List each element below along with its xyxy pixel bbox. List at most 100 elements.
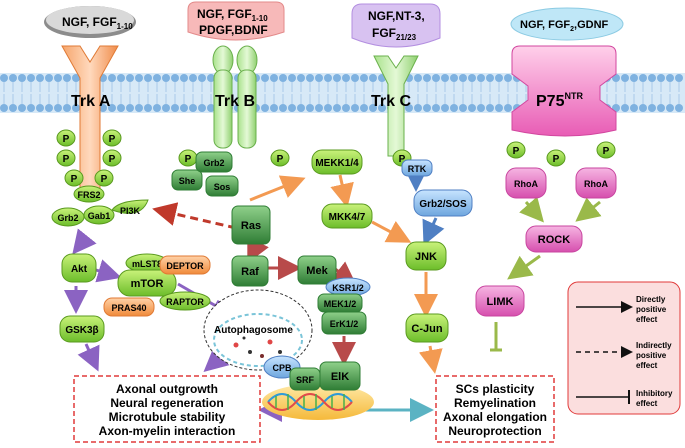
svg-text:Axon-myelin interaction: Axon-myelin interaction [99, 424, 236, 438]
svg-text:positive: positive [636, 351, 667, 360]
svg-text:effect: effect [636, 361, 658, 370]
phosphate-icon: P [596, 141, 616, 159]
ligand-trkc: NGF,NT-3, FGF21/23 [351, 3, 441, 48]
ligand-trka: NGF, FGF1-10 [44, 6, 136, 38]
svg-text:C-Jun: C-Jun [411, 323, 442, 335]
svg-text:Ras: Ras [241, 220, 261, 232]
mekk-node: MEKK1/4 [311, 149, 363, 175]
svg-text:ErK1/2: ErK1/2 [330, 319, 359, 329]
phosphate-icon: P [270, 149, 290, 167]
pras40-node: PRAS40 [103, 297, 155, 317]
srf-node: SRF [289, 367, 321, 391]
svg-text:Directly: Directly [636, 295, 666, 304]
outcome-box-right: SCs plasticity Remyelination Axonal elon… [435, 375, 555, 443]
phosphate-icon: P [102, 129, 122, 147]
ras-node: Ras [231, 205, 271, 245]
svg-text:Neural regeneration: Neural regeneration [110, 396, 223, 410]
elk-node: ElK [319, 361, 361, 391]
svg-text:Inhibitory: Inhibitory [636, 389, 673, 398]
svg-text:LIMK: LIMK [487, 296, 514, 308]
svg-text:mTOR: mTOR [131, 278, 164, 290]
svg-text:P: P [185, 154, 192, 165]
svg-text:ROCK: ROCK [538, 234, 570, 246]
outcome-box-left: Axonal outgrowth Neural regeneration Mic… [73, 375, 261, 443]
pi3k-to-akt-arrow [72, 228, 97, 255]
frs2-node: FRS2 [73, 185, 105, 203]
cjun-to-outcome-arrow [418, 345, 443, 374]
mtor-node: mTOR [117, 269, 177, 297]
svg-text:NGF,NT-3,: NGF,NT-3, [368, 9, 425, 23]
mek12-node: MEK1/2 [317, 293, 363, 313]
grb2sos-node: Grb2/SOS [413, 189, 473, 217]
phosphate-icon: P [64, 169, 84, 187]
limk-node: LIMK [475, 285, 525, 317]
trkb-receptor: Trk B [212, 45, 258, 149]
grb2b-node: Grb2 [195, 151, 233, 173]
phosphate-icon: P [178, 149, 198, 167]
svg-text:FRS2: FRS2 [77, 190, 100, 200]
p75-label: P75 [536, 93, 565, 110]
svg-text:Grb2: Grb2 [203, 158, 224, 168]
pi3k-node: PI3K [111, 199, 149, 216]
grb2-to-jnk-arrow [422, 217, 445, 246]
gsk-to-outcome-arrow [77, 343, 100, 372]
trka-label: Trk A [71, 93, 111, 110]
svg-text:RhoA: RhoA [584, 179, 608, 189]
svg-text:CPB: CPB [272, 363, 292, 373]
phosphate-icon: P [102, 149, 122, 167]
svg-text:RTK: RTK [408, 164, 427, 174]
svg-text:Grb2: Grb2 [57, 213, 78, 223]
cjun-node: C-Jun [405, 313, 449, 343]
svg-text:SRF: SRF [296, 375, 315, 385]
svg-text:Sos: Sos [214, 182, 231, 192]
svg-text:NGF, FGF1-10: NGF, FGF1-10 [62, 15, 133, 31]
svg-text:Raf: Raf [241, 266, 259, 278]
svg-text:PI3K: PI3K [120, 206, 141, 216]
svg-text:P: P [63, 134, 70, 145]
svg-text:JNK: JNK [415, 251, 437, 263]
rhoa2-node: RhoA [575, 167, 617, 199]
erk12-node: ErK1/2 [321, 311, 367, 335]
svg-text:Akt: Akt [71, 264, 88, 275]
svg-text:P: P [603, 146, 610, 157]
mkk-node: MKK4/7 [321, 203, 373, 229]
gsk-node: GSK3β [59, 315, 105, 343]
rtk-node: RTK [401, 159, 433, 177]
she-node: She [171, 169, 203, 191]
rock-node: ROCK [525, 225, 583, 253]
svg-text:P: P [399, 154, 406, 165]
phosphate-icon: P [94, 169, 114, 187]
svg-text:RhoA: RhoA [514, 179, 538, 189]
svg-text:MEKK1/4: MEKK1/4 [315, 158, 359, 169]
trkb-label: Trk B [215, 93, 255, 110]
svg-text:Neuroprotection: Neuroprotection [448, 424, 541, 438]
phosphate-icon: P [56, 129, 76, 147]
svg-text:P: P [71, 174, 78, 185]
svg-text:Gab1: Gab1 [88, 211, 111, 221]
raf-node: Raf [231, 255, 269, 287]
svg-text:NGF, FGF1-10: NGF, FGF1-10 [197, 7, 268, 23]
svg-text:P: P [63, 154, 70, 165]
svg-text:effect: effect [636, 399, 658, 408]
ras-to-mekk-arrow [249, 175, 306, 202]
ligand-p75: NGF, FGF2,GDNF [510, 7, 624, 41]
svg-text:KSR1/2: KSR1/2 [332, 283, 364, 293]
svg-text:Microtubule stability: Microtubule stability [109, 410, 226, 424]
sos-node: Sos [205, 175, 239, 197]
svg-text:RAPTOR: RAPTOR [166, 297, 204, 307]
svg-text:positive: positive [636, 305, 667, 314]
pathway-arrows [64, 168, 602, 422]
trka-receptor: Trk A [61, 45, 119, 191]
p75-receptor: P75NTR [511, 45, 617, 137]
mekk-to-mkk-arrow [330, 174, 354, 208]
akt-to-mtor-arrow [95, 259, 122, 283]
trkc-label: Trk C [371, 93, 411, 110]
mkk-to-jnk-arrow [371, 220, 412, 243]
svg-text:Remyelination: Remyelination [454, 396, 536, 410]
ksr-node: KSR1/2 [325, 277, 371, 297]
phosphate-icon: P [56, 149, 76, 167]
mek-node: Mek [297, 255, 337, 285]
svg-text:MKK4/7: MKK4/7 [329, 212, 366, 223]
phosphate-icon: P [546, 149, 566, 167]
